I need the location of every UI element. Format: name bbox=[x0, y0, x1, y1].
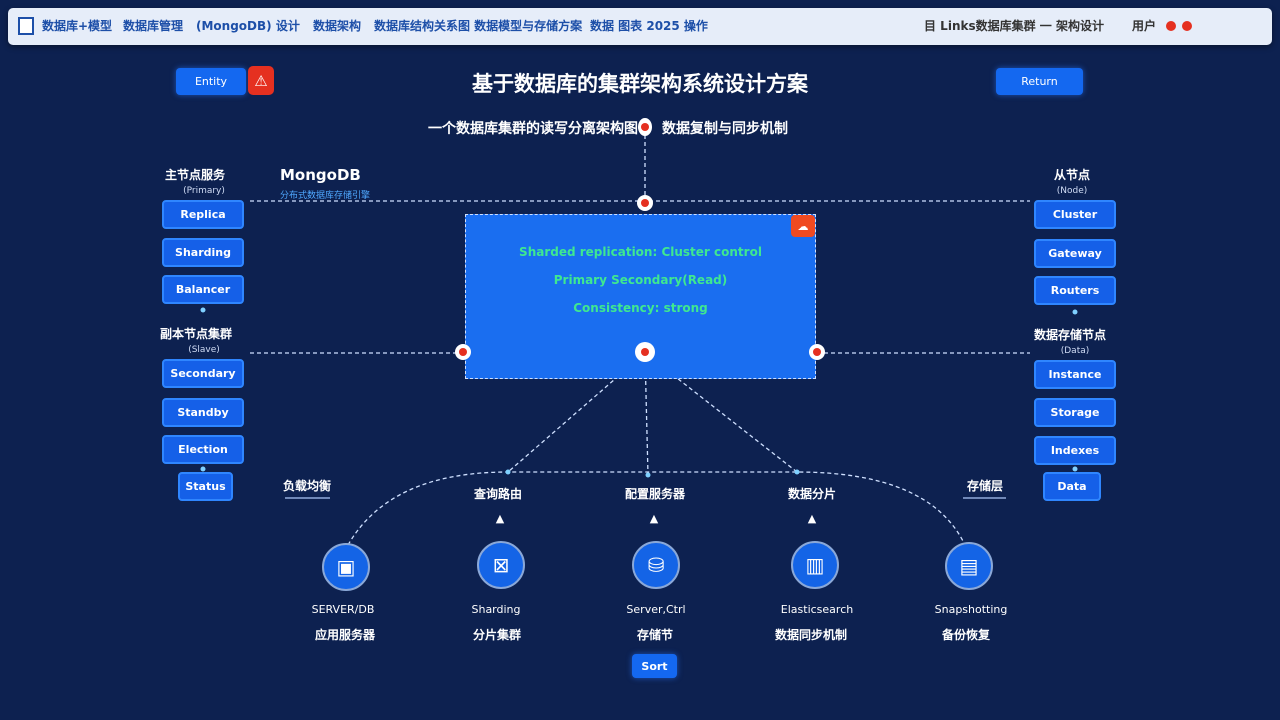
caret-up-icon: ▲ bbox=[649, 512, 659, 525]
group-title: 数据存储节点 bbox=[1033, 328, 1107, 342]
connector-node bbox=[455, 344, 471, 360]
side-label: 存储层 bbox=[966, 479, 1004, 493]
item-en: Server,Ctrl bbox=[626, 603, 686, 616]
mongodb-label: MongoDB bbox=[280, 166, 361, 184]
warning-icon[interactable]: ⚠ bbox=[248, 66, 274, 95]
caret-up-icon: ▲ bbox=[495, 512, 505, 525]
menu-item[interactable]: 数据库+模型 bbox=[42, 19, 113, 33]
cluster-line: Primary Secondary(Read) bbox=[553, 273, 728, 287]
connector-dot bbox=[794, 469, 800, 475]
item-zh: 备份恢复 bbox=[941, 628, 991, 642]
connector-node bbox=[637, 195, 653, 211]
left-button[interactable]: Secondary bbox=[162, 359, 244, 388]
divider bbox=[963, 497, 1006, 499]
entity-button[interactable]: Entity bbox=[176, 68, 246, 95]
subtitle-right: 数据复制与同步机制 bbox=[662, 121, 788, 137]
connector-dot bbox=[505, 469, 511, 475]
group-sub: (Primary) bbox=[183, 186, 225, 196]
menu-item[interactable]: 数据库结构关系图 数据模型与存储方案 bbox=[374, 19, 583, 33]
item-en: Snapshotting bbox=[934, 603, 1008, 616]
sort-button[interactable]: Sort bbox=[632, 654, 677, 678]
cloud-icon[interactable]: ☁ bbox=[791, 215, 815, 237]
item-en: Sharding bbox=[471, 603, 521, 616]
app-icon bbox=[18, 17, 34, 35]
tier-label: 数据分片 bbox=[787, 487, 837, 501]
status-text: 目 Links数据库集群 一 架构设计 bbox=[924, 19, 1104, 33]
connector-node bbox=[635, 342, 655, 362]
group-title: 主节点服务 bbox=[164, 168, 226, 182]
left-button[interactable]: Election bbox=[162, 435, 244, 464]
backup-icon[interactable]: ▤ bbox=[945, 542, 993, 590]
left-button[interactable]: Sharding bbox=[162, 238, 244, 267]
mongodb-sub: 分布式数据库存储引擎 bbox=[280, 191, 371, 201]
storage-icon[interactable]: ⛁ bbox=[632, 541, 680, 589]
menu-item[interactable]: 数据架构 bbox=[313, 19, 362, 33]
divider bbox=[285, 497, 330, 499]
return-button[interactable]: Return bbox=[996, 68, 1083, 95]
item-zh: 应用服务器 bbox=[314, 628, 376, 642]
item-en: Elasticsearch bbox=[780, 603, 854, 616]
item-en: SERVER/DB bbox=[311, 603, 375, 616]
menu-item[interactable]: 数据库管理 bbox=[123, 19, 184, 33]
group-sub: (Node) bbox=[1056, 186, 1088, 196]
subtitle: 一个数据库集群的读写分离架构图 bbox=[428, 121, 638, 137]
left-button[interactable]: Replica bbox=[162, 200, 244, 229]
right-button[interactable]: Gateway bbox=[1034, 239, 1116, 268]
right-button[interactable]: Instance bbox=[1034, 360, 1116, 389]
connector-dot bbox=[200, 307, 206, 313]
left-button[interactable]: Standby bbox=[162, 398, 244, 427]
right-button[interactable]: Indexes bbox=[1034, 436, 1116, 465]
group-sub: (Data) bbox=[1060, 346, 1090, 356]
caret-up-icon: ▲ bbox=[807, 512, 817, 525]
left-button[interactable]: Balancer bbox=[162, 275, 244, 304]
connector-dot bbox=[1072, 309, 1078, 315]
top-toolbar: 数据库+模型 数据库管理 (MongoDB) 设计 数据架构 数据库结构关系图 … bbox=[8, 8, 1272, 45]
right-button[interactable]: Storage bbox=[1034, 398, 1116, 427]
sharding-icon[interactable]: ⊠ bbox=[477, 541, 525, 589]
right-button[interactable]: Cluster bbox=[1034, 200, 1116, 229]
connector-dot bbox=[200, 466, 206, 472]
pin-icon bbox=[638, 118, 652, 136]
status-button[interactable]: Status bbox=[178, 472, 233, 501]
side-label: 负载均衡 bbox=[282, 479, 332, 493]
connector-dot bbox=[645, 472, 651, 478]
server-icon[interactable]: ▣ bbox=[322, 543, 370, 591]
page-title: 基于数据库的集群架构系统设计方案 bbox=[472, 72, 808, 96]
user-label: 用户 bbox=[1132, 19, 1157, 33]
item-zh: 分片集群 bbox=[472, 628, 522, 642]
cluster-line: Consistency: strong bbox=[573, 301, 708, 315]
right-button[interactable]: Routers bbox=[1034, 276, 1116, 305]
item-zh: 存储节 bbox=[636, 628, 674, 642]
alert-icon[interactable] bbox=[1182, 21, 1192, 31]
group-sub: (Slave) bbox=[188, 345, 220, 355]
group-title: 从节点 bbox=[1053, 168, 1091, 182]
connector-node bbox=[809, 344, 825, 360]
menu-item[interactable]: (MongoDB) 设计 bbox=[196, 19, 300, 33]
sync-icon[interactable]: ▥ bbox=[791, 541, 839, 589]
data-button[interactable]: Data bbox=[1043, 472, 1101, 501]
group-title: 副本节点集群 bbox=[159, 327, 233, 341]
menu-item[interactable]: 数据 图表 2025 操作 bbox=[590, 19, 708, 33]
record-icon[interactable] bbox=[1166, 21, 1176, 31]
cluster-line: Sharded replication: Cluster control bbox=[519, 245, 762, 259]
tier-label: 查询路由 bbox=[473, 487, 523, 501]
tier-label: 配置服务器 bbox=[624, 487, 686, 501]
connector-dot bbox=[1072, 466, 1078, 472]
item-zh: 数据同步机制 bbox=[774, 628, 848, 642]
